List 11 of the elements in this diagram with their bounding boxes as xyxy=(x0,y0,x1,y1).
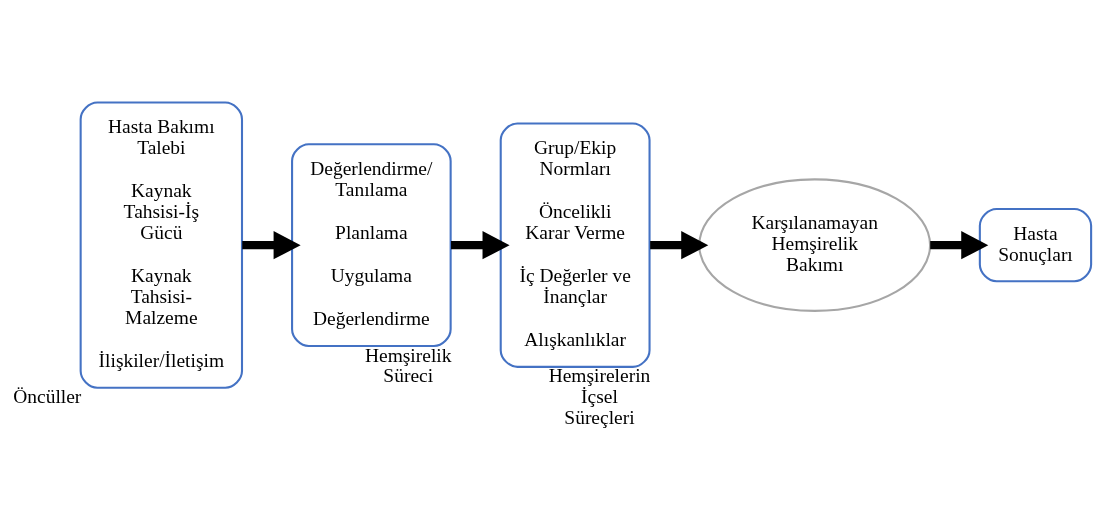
arrow xyxy=(451,230,510,260)
node-label: Hemşirelerin İçsel Süreçleri xyxy=(548,365,651,429)
node-box: Grup/Ekip Normları Öncelikli Karar Verme İç Değerler ve İnançlar Alışkanlıklar xyxy=(499,122,651,368)
arrow xyxy=(650,230,709,260)
node-label: Öncüller xyxy=(13,386,82,408)
node-box: Hasta Bakımı Talebi Kaynak Tahsisi-İş Gücü Kaynak Tahsisi- Malzeme İlişkiler/İletişim xyxy=(79,101,244,389)
node-box: Hasta Sonuçları xyxy=(978,207,1093,283)
arrow xyxy=(930,230,989,260)
node-ellipse: Karşılanamayan Hemşirelik Bakımı xyxy=(698,178,932,312)
node-box: Değerlendirme/ Tanılama Planlama Uygulama Değerlendirme xyxy=(291,143,452,348)
arrow xyxy=(242,230,301,260)
